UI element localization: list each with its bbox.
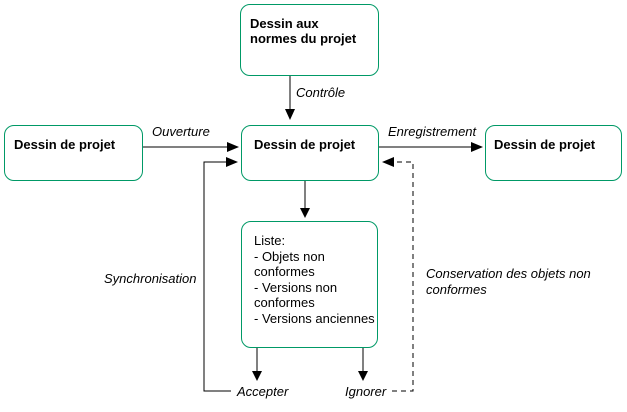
flow-lines [143, 76, 472, 392]
list-line-5: conformes [254, 295, 315, 310]
box-saved-drawing: Dessin de projet [485, 125, 622, 181]
label-conservation-line2: conformes [426, 281, 487, 297]
box-standards-title: Dessin aux normes du projet [241, 5, 378, 46]
box-standards-line1: Dessin aux [250, 16, 319, 31]
synchronisation-arrowhead [226, 157, 238, 167]
label-conservation-line1: Conservation des objets non [426, 266, 591, 281]
list-line-6: - Versions anciennes [254, 310, 375, 326]
conservation-dashed-path [392, 161, 414, 392]
arrowheads [226, 109, 483, 381]
box-saved-title: Dessin de projet [494, 137, 596, 152]
list-line-3: conformes [254, 264, 315, 279]
label-ignorer: Ignorer [345, 384, 387, 399]
list-to-ignorer-arrowhead [358, 371, 368, 381]
label-ouverture: Ouverture [152, 124, 210, 139]
box-list-text: Liste: - Objets non conformes - Versions… [242, 222, 377, 326]
label-enregistrement: Enregistrement [388, 124, 477, 139]
label-controle: Contrôle [296, 85, 346, 100]
box-standards-drawing: Dessin aux normes du projet [240, 4, 379, 76]
label-accepter: Accepter [237, 384, 289, 399]
list-line-4: - Versions non [254, 279, 338, 295]
ouverture-arrowhead [227, 142, 239, 152]
enregistrement-arrowhead [471, 142, 483, 152]
box-working-title: Dessin de projet [254, 137, 356, 152]
box-standards-line2: normes du projet [250, 31, 357, 46]
box-nonconforming-list: Liste: - Objets non conformes - Versions… [241, 221, 378, 348]
controle-arrowhead [285, 109, 295, 120]
label-conservation: Conservation des objets non conformes [426, 266, 591, 297]
box-working-drawing: Dessin de projet [241, 125, 379, 181]
label-synchronisation: Synchronisation [104, 271, 197, 286]
box-source-drawing: Dessin de projet [4, 125, 143, 181]
conservation-arrowhead [382, 157, 394, 167]
list-line-2: - Objets non [254, 248, 325, 264]
list-line-1: Liste: [254, 233, 286, 248]
working-to-list-arrowhead [300, 208, 310, 218]
synchronisation-path [203, 161, 231, 392]
list-to-accepter-arrowhead [252, 371, 262, 381]
box-source-title: Dessin de projet [14, 137, 116, 152]
